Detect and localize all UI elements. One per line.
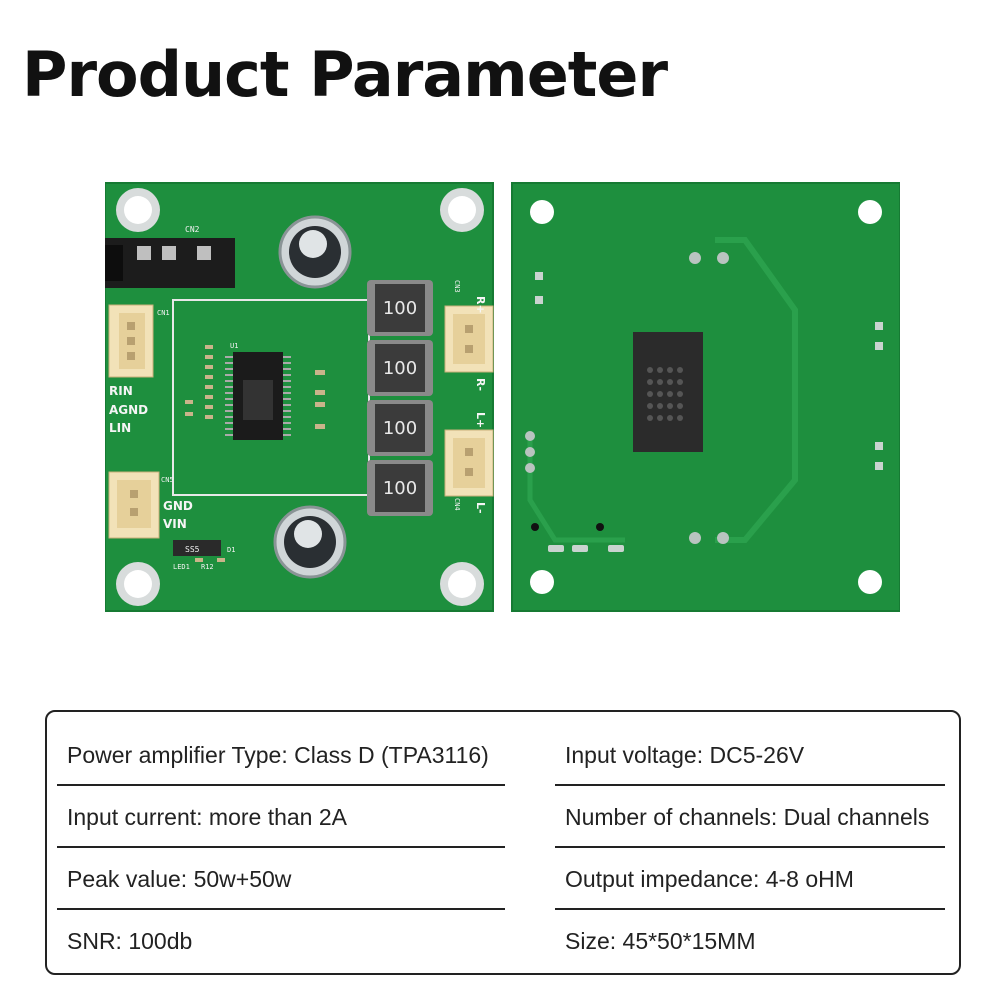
amplifier-chip [225,352,291,440]
cn5-label: CN5 [161,476,174,484]
output-connector-left [444,429,494,497]
r12-label: R12 [201,563,214,571]
spec-channels: Number of channels: Dual channels [565,804,930,830]
divider [57,846,505,848]
divider [555,784,945,786]
product-photo: CN2 CN1 RIN AGND LIN CN5 GND VIN SS5 D1 … [105,182,900,612]
board-front: CN2 CN1 RIN AGND LIN CN5 GND VIN SS5 D1 … [105,182,494,612]
capacitor-top [278,215,352,289]
u1-label: U1 [230,342,238,350]
spec-size: Size: 45*50*15MM [565,928,756,954]
spec-output-impedance: Output impedance: 4-8 oHM [565,866,854,892]
spec-input-voltage: Input voltage: DC5-26V [565,742,805,768]
l-plus-label: L+ [474,412,487,428]
spec-peak-value: Peak value: 50w+50w [67,866,292,892]
divider [555,908,945,910]
led1-label: LED1 [173,563,190,571]
cn2-label: CN2 [185,225,200,234]
smd-components [185,345,325,562]
mounting-hole-icon [530,200,554,224]
divider [555,846,945,848]
mounting-hole-icon [530,570,554,594]
cn1-label: CN1 [157,309,170,317]
inductor-label: 100 [383,478,417,499]
spec-row: Input current: more than 2A Number of ch… [57,786,951,848]
spec-input-current: Input current: more than 2A [67,804,347,830]
vin-label: VIN [163,517,187,531]
spec-row: Power amplifier Type: Class D (TPA3116) … [57,724,951,786]
spec-snr: SNR: 100db [67,928,193,954]
rin-label: RIN [109,384,133,398]
divider [57,908,505,910]
power-connector [108,471,160,539]
divider [57,784,505,786]
output-connector-right [444,305,494,373]
input-connector [108,304,154,378]
mounting-hole-icon [858,570,882,594]
inductor-label: 100 [383,418,417,439]
l-minus-label: L- [474,502,487,514]
cn3-label: CN3 [453,280,461,293]
lin-label: LIN [109,421,131,435]
audio-jack [105,238,235,288]
gnd-label: GND [163,499,193,513]
spec-row: SNR: 100db Size: 45*50*15MM [57,910,951,972]
board-back [511,182,900,612]
capacitor-bottom [273,505,347,579]
spec-table: Power amplifier Type: Class D (TPA3116) … [45,710,961,975]
inductor-label: 100 [383,298,417,319]
mounting-hole-icon [858,200,882,224]
agnd-label: AGND [109,403,148,417]
ss5-label: SS5 [185,545,200,554]
spec-amplifier-type: Power amplifier Type: Class D (TPA3116) [67,742,489,768]
mounting-hole-icon [116,188,484,606]
inductor [367,280,433,516]
page-title: Product Parameter [22,38,668,111]
spec-row: Peak value: 50w+50w Output impedance: 4-… [57,848,951,910]
inductor-label: 100 [383,358,417,379]
diode [173,540,221,556]
r-plus-label: R+ [474,296,487,314]
d1-label: D1 [227,546,235,554]
r-minus-label: R- [474,378,487,391]
cn4-label: CN4 [453,498,461,511]
